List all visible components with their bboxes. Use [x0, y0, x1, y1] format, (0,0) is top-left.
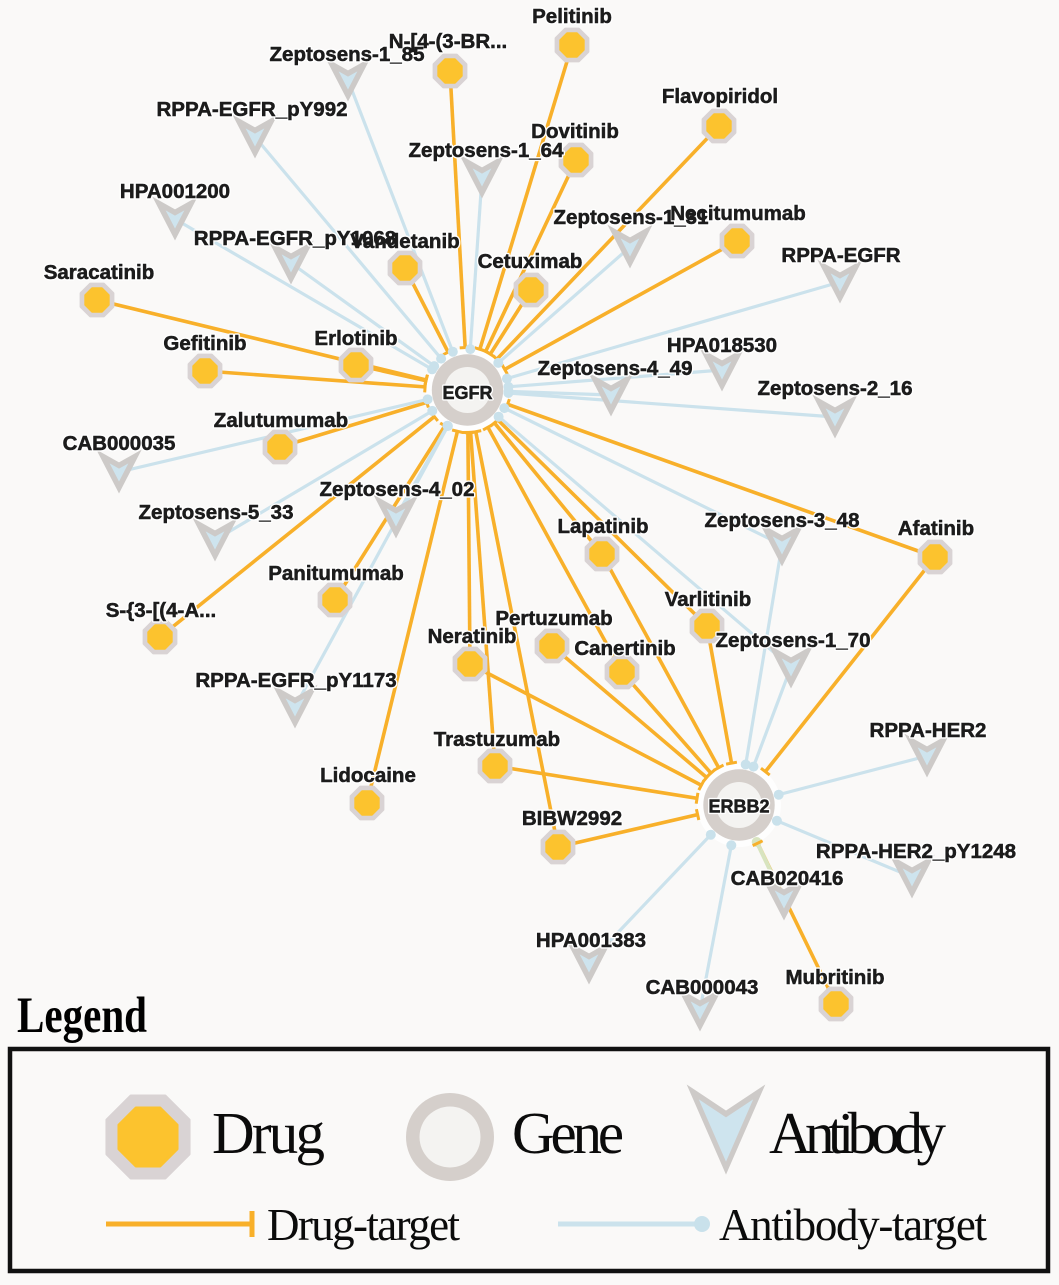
svg-text:Zeptosens-5_33: Zeptosens-5_33 [139, 501, 294, 524]
svg-text:RPPA-EGFR_pY992: RPPA-EGFR_pY992 [156, 98, 347, 121]
svg-text:EGFR: EGFR [442, 383, 492, 403]
svg-text:Erlotinib: Erlotinib [314, 327, 397, 350]
svg-text:Drug: Drug [212, 1100, 325, 1166]
svg-text:Zeptosens-4_49: Zeptosens-4_49 [538, 357, 693, 380]
svg-text:Zeptosens-2_16: Zeptosens-2_16 [758, 377, 913, 400]
svg-text:Lapatinib: Lapatinib [557, 515, 648, 538]
svg-text:Trastuzumab: Trastuzumab [434, 728, 560, 751]
svg-text:Mubritinib: Mubritinib [785, 966, 884, 989]
svg-text:Zeptosens-4_02: Zeptosens-4_02 [320, 478, 475, 501]
svg-text:HPA018530: HPA018530 [667, 334, 777, 357]
svg-text:CAB020416: CAB020416 [731, 867, 844, 890]
svg-text:Lidocaine: Lidocaine [320, 764, 416, 787]
svg-text:Pelitinib: Pelitinib [532, 5, 612, 28]
svg-text:Zeptosens-1_70: Zeptosens-1_70 [716, 629, 871, 652]
svg-text:Antibody: Antibody [769, 1100, 947, 1166]
svg-text:RPPA-EGFR_pY1173: RPPA-EGFR_pY1173 [195, 669, 396, 692]
svg-text:Canertinib: Canertinib [574, 637, 675, 660]
svg-text:RPPA-HER2: RPPA-HER2 [870, 719, 987, 742]
svg-text:RPPA-EGFR: RPPA-EGFR [781, 244, 900, 267]
svg-text:Zeptosens-1_64: Zeptosens-1_64 [409, 139, 565, 162]
svg-text:CAB000043: CAB000043 [646, 976, 759, 999]
svg-text:Varlitinib: Varlitinib [665, 588, 752, 611]
svg-text:Neratinib: Neratinib [428, 625, 517, 648]
svg-text:ERBB2: ERBB2 [708, 797, 769, 817]
svg-text:Afatinib: Afatinib [898, 517, 974, 540]
svg-text:Legend: Legend [17, 988, 147, 1044]
svg-text:Zeptosens-1_85: Zeptosens-1_85 [270, 43, 425, 66]
svg-text:Gene: Gene [512, 1100, 624, 1166]
svg-text:Gefitinib: Gefitinib [163, 332, 246, 355]
svg-text:Cetuximab: Cetuximab [478, 250, 583, 273]
svg-text:Zeptosens-3_48: Zeptosens-3_48 [705, 509, 860, 532]
svg-text:S-{3-[(4-A...: S-{3-[(4-A... [106, 599, 216, 622]
svg-text:CAB000035: CAB000035 [63, 432, 176, 455]
svg-text:RPPA-HER2_pY1248: RPPA-HER2_pY1248 [816, 840, 1016, 863]
svg-text:Saracatinib: Saracatinib [44, 261, 155, 284]
svg-text:Zeptosens-1_31: Zeptosens-1_31 [554, 206, 709, 229]
svg-text:Flavopiridol: Flavopiridol [662, 85, 778, 108]
svg-text:Panitumumab: Panitumumab [268, 562, 404, 585]
svg-text:HPA001383: HPA001383 [536, 929, 646, 952]
svg-text:Zalutumumab: Zalutumumab [214, 409, 348, 432]
svg-text:HPA001200: HPA001200 [120, 180, 230, 203]
svg-text:BIBW2992: BIBW2992 [522, 807, 622, 830]
svg-text:RPPA-EGFR_pY1068: RPPA-EGFR_pY1068 [194, 227, 396, 250]
svg-text:Antibody-target: Antibody-target [719, 1200, 987, 1250]
svg-text:Drug-target: Drug-target [267, 1200, 460, 1250]
